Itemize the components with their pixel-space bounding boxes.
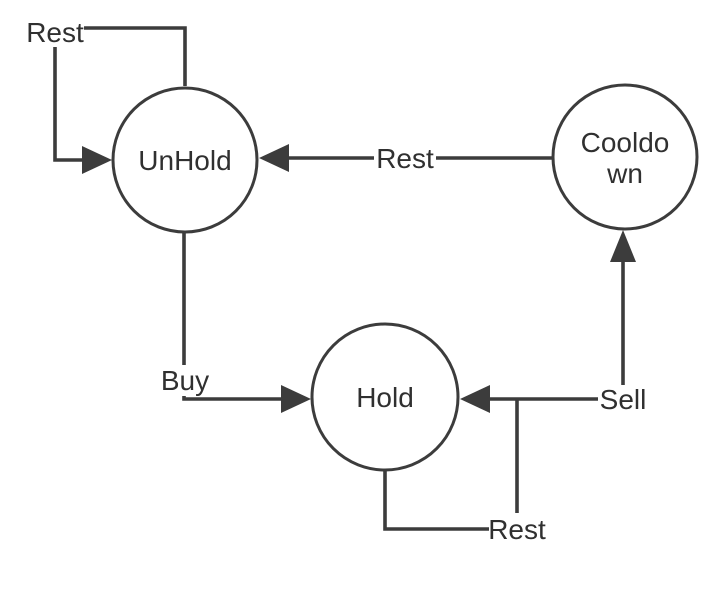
transition-unhold-self-rest [53, 26, 187, 174]
state-cooldown-label-line1: Cooldo [581, 127, 670, 158]
edge-unhold-self-out [84, 26, 187, 86]
arrowhead-into-hold-left [281, 385, 311, 413]
state-unhold-label: UnHold [138, 145, 231, 176]
label-mask-rest-topleft [27, 17, 84, 47]
transition-label-rest-unhold-self: Rest [26, 17, 84, 48]
transition-label-sell: Sell [600, 384, 647, 415]
label-mask-rest-middle [376, 143, 435, 173]
transition-label-rest-cooldown-to-unhold: Rest [376, 143, 434, 174]
state-cooldown-label-line2: wn [606, 158, 643, 189]
label-mask-rest-bottom [489, 515, 547, 544]
arrowhead-into-cooldown-bottom [610, 230, 636, 262]
state-hold-label: Hold [356, 382, 414, 413]
state-hold-circle [310, 322, 460, 472]
transition-hold-to-cooldown-sell [460, 230, 636, 413]
state-cooldown-circle [551, 83, 699, 231]
state-unhold-circle [111, 86, 259, 234]
label-mask-buy [160, 365, 211, 396]
arrowhead-into-hold-right [460, 385, 490, 413]
edge-hold-self-out [383, 470, 489, 531]
edge-unhold-to-hold [182, 232, 282, 401]
transition-cooldown-to-unhold-rest [259, 144, 553, 172]
transition-label-buy: Buy [161, 365, 209, 396]
transition-label-rest-hold-self: Rest [488, 514, 546, 545]
label-mask-sell [598, 386, 650, 413]
arrowhead-into-unhold-left [82, 146, 112, 174]
edge-unhold-self-in [53, 46, 83, 162]
arrowhead-into-unhold-right [259, 144, 289, 172]
transition-hold-self-rest [383, 399, 519, 531]
transition-unhold-to-hold-buy [182, 232, 311, 413]
